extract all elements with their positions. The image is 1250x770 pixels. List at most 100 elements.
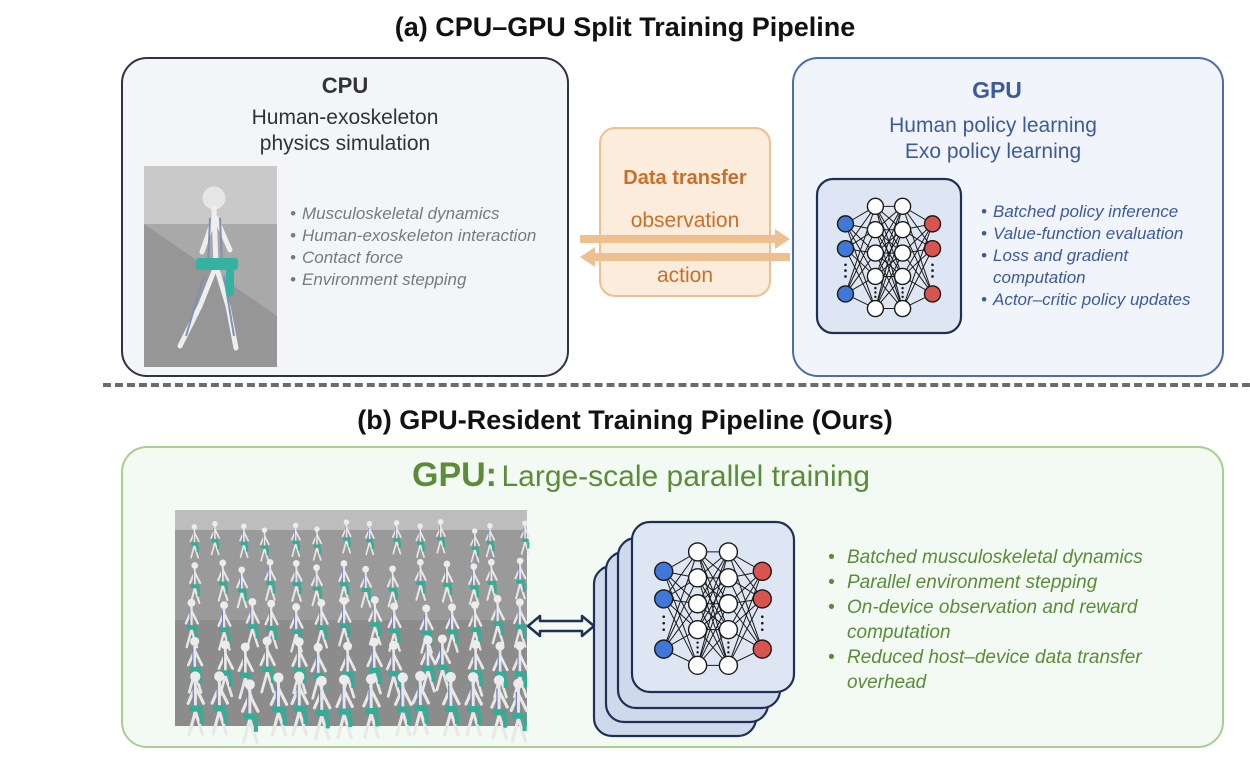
skeleton-figure bbox=[490, 675, 509, 740]
cpu-bullet: Environment stepping bbox=[290, 269, 540, 291]
network-node bbox=[752, 639, 772, 659]
network-node bbox=[836, 215, 855, 233]
section-divider bbox=[103, 383, 1250, 387]
network-node bbox=[923, 285, 942, 303]
skeleton-figure bbox=[411, 671, 431, 736]
network-node bbox=[687, 542, 708, 562]
skeleton-figure bbox=[362, 673, 381, 739]
skeleton-figure bbox=[217, 559, 230, 602]
skeleton-figure bbox=[236, 566, 249, 609]
bidirectional-arrow bbox=[526, 614, 596, 638]
skeleton-figure bbox=[240, 679, 260, 744]
network-node bbox=[718, 568, 739, 588]
network-node bbox=[893, 197, 912, 216]
network-node bbox=[687, 655, 708, 676]
skeleton-figure bbox=[312, 675, 332, 741]
skeleton-figure bbox=[509, 678, 529, 743]
cpu-bullet: Contact force bbox=[290, 247, 540, 269]
skeleton-figure bbox=[259, 636, 276, 694]
gpu-subtitle-line2: Exo policy learning bbox=[904, 140, 1082, 163]
cpu-heading: CPU bbox=[321, 73, 369, 98]
skeleton-figure bbox=[485, 522, 496, 558]
skeleton-figure bbox=[289, 603, 304, 653]
panel-a-title: (a) CPU–GPU Split Training Pipeline bbox=[394, 12, 856, 42]
skeleton-figure bbox=[335, 674, 354, 739]
skeleton-figure bbox=[269, 672, 289, 737]
skeleton-figure bbox=[259, 527, 270, 562]
skeleton-figure bbox=[513, 598, 528, 648]
skeleton-figure bbox=[290, 559, 303, 602]
network-node bbox=[687, 594, 708, 614]
skeleton-figure bbox=[312, 526, 323, 561]
network-node bbox=[654, 639, 674, 659]
network-node bbox=[687, 568, 708, 588]
skeleton-figure bbox=[485, 558, 498, 601]
network-node bbox=[654, 561, 674, 582]
network-node bbox=[687, 619, 708, 640]
transfer-arrows bbox=[580, 229, 790, 267]
parallel-simulation-image bbox=[175, 510, 531, 744]
skeleton-figure bbox=[341, 519, 352, 554]
skeleton-figure bbox=[391, 520, 402, 555]
network-node bbox=[718, 619, 739, 640]
neural-network-icon bbox=[815, 177, 963, 335]
network-node bbox=[654, 589, 674, 609]
skeleton-figure bbox=[441, 560, 454, 603]
cpu-bullet: Human-exoskeleton interaction bbox=[290, 225, 540, 247]
gpu-resident-bullet: Parallel environment stepping bbox=[828, 570, 1208, 595]
skeleton-figure bbox=[420, 635, 437, 693]
skeleton-figure bbox=[514, 557, 527, 600]
skeleton-figure bbox=[264, 558, 277, 601]
gpu-resident-bullet: Batched musculoskeletal dynamics bbox=[828, 545, 1208, 570]
gpu-bullet: Value-function evaluation bbox=[981, 223, 1221, 245]
skeleton-figure bbox=[245, 598, 260, 648]
network-node bbox=[836, 285, 855, 303]
action-label: action bbox=[656, 264, 714, 287]
gpu-heading: GPU bbox=[972, 77, 1022, 103]
skeleton-figure bbox=[492, 641, 509, 699]
gpu-resident-bullet: On-device observation and reward computa… bbox=[828, 595, 1208, 645]
network-node bbox=[923, 215, 942, 233]
gpu-resident-heading-strong: GPU: bbox=[412, 456, 497, 494]
skeleton-figure bbox=[387, 602, 402, 652]
skeleton-simulation-image bbox=[144, 166, 277, 367]
gpu-subtitle: Human policy learning Exo policy learnin… bbox=[792, 113, 1194, 165]
skeleton-figure bbox=[314, 599, 329, 649]
skeleton-figure bbox=[239, 523, 250, 558]
skeleton-figure bbox=[386, 565, 399, 608]
cpu-subtitle: Human-exoskeleton physics simulation bbox=[121, 105, 569, 157]
skeleton-figure bbox=[264, 599, 279, 650]
network-node bbox=[718, 655, 739, 676]
gpu-bullet: Actor–critic policy updates bbox=[981, 289, 1221, 311]
gpu-bullet: Batched policy inference bbox=[981, 201, 1221, 223]
skeleton-figure bbox=[467, 639, 485, 697]
cpu-bullet: Musculoskeletal dynamics bbox=[290, 203, 540, 225]
skeleton-figure bbox=[210, 520, 221, 556]
network-node bbox=[866, 197, 885, 216]
skeleton-figure bbox=[189, 562, 202, 605]
gpu-resident-heading: GPU: Large-scale parallel training bbox=[412, 456, 870, 495]
network-node bbox=[836, 239, 855, 258]
network-node bbox=[893, 267, 912, 286]
gpu-subtitle-line1: Human policy learning bbox=[889, 114, 1097, 137]
data-transfer-box bbox=[599, 127, 771, 297]
network-node bbox=[752, 561, 772, 582]
skeleton-figure bbox=[186, 671, 206, 736]
gpu-bullet-list: Batched policy inference Value-function … bbox=[981, 201, 1221, 311]
gpu-resident-bullet-list: Batched musculoskeletal dynamics Paralle… bbox=[828, 545, 1208, 695]
skeleton-figure bbox=[310, 564, 323, 607]
skeleton-figure bbox=[442, 671, 461, 737]
action-arrow bbox=[580, 247, 790, 267]
skeleton-figure bbox=[520, 520, 531, 555]
network-node bbox=[893, 244, 912, 262]
skeleton-figure bbox=[435, 519, 446, 554]
skeleton-figure bbox=[468, 601, 483, 651]
skeleton-figure bbox=[290, 522, 301, 558]
network-node bbox=[866, 244, 885, 262]
skeleton-figure bbox=[359, 565, 373, 608]
skeleton-figure bbox=[414, 559, 427, 601]
panel-b-title: (b) GPU-Resident Training Pipeline (Ours… bbox=[357, 405, 893, 435]
observation-label: observation bbox=[630, 209, 740, 232]
network-node bbox=[893, 299, 912, 318]
gpu-resident-bullet: Reduced host–device data transfer overhe… bbox=[828, 645, 1208, 695]
